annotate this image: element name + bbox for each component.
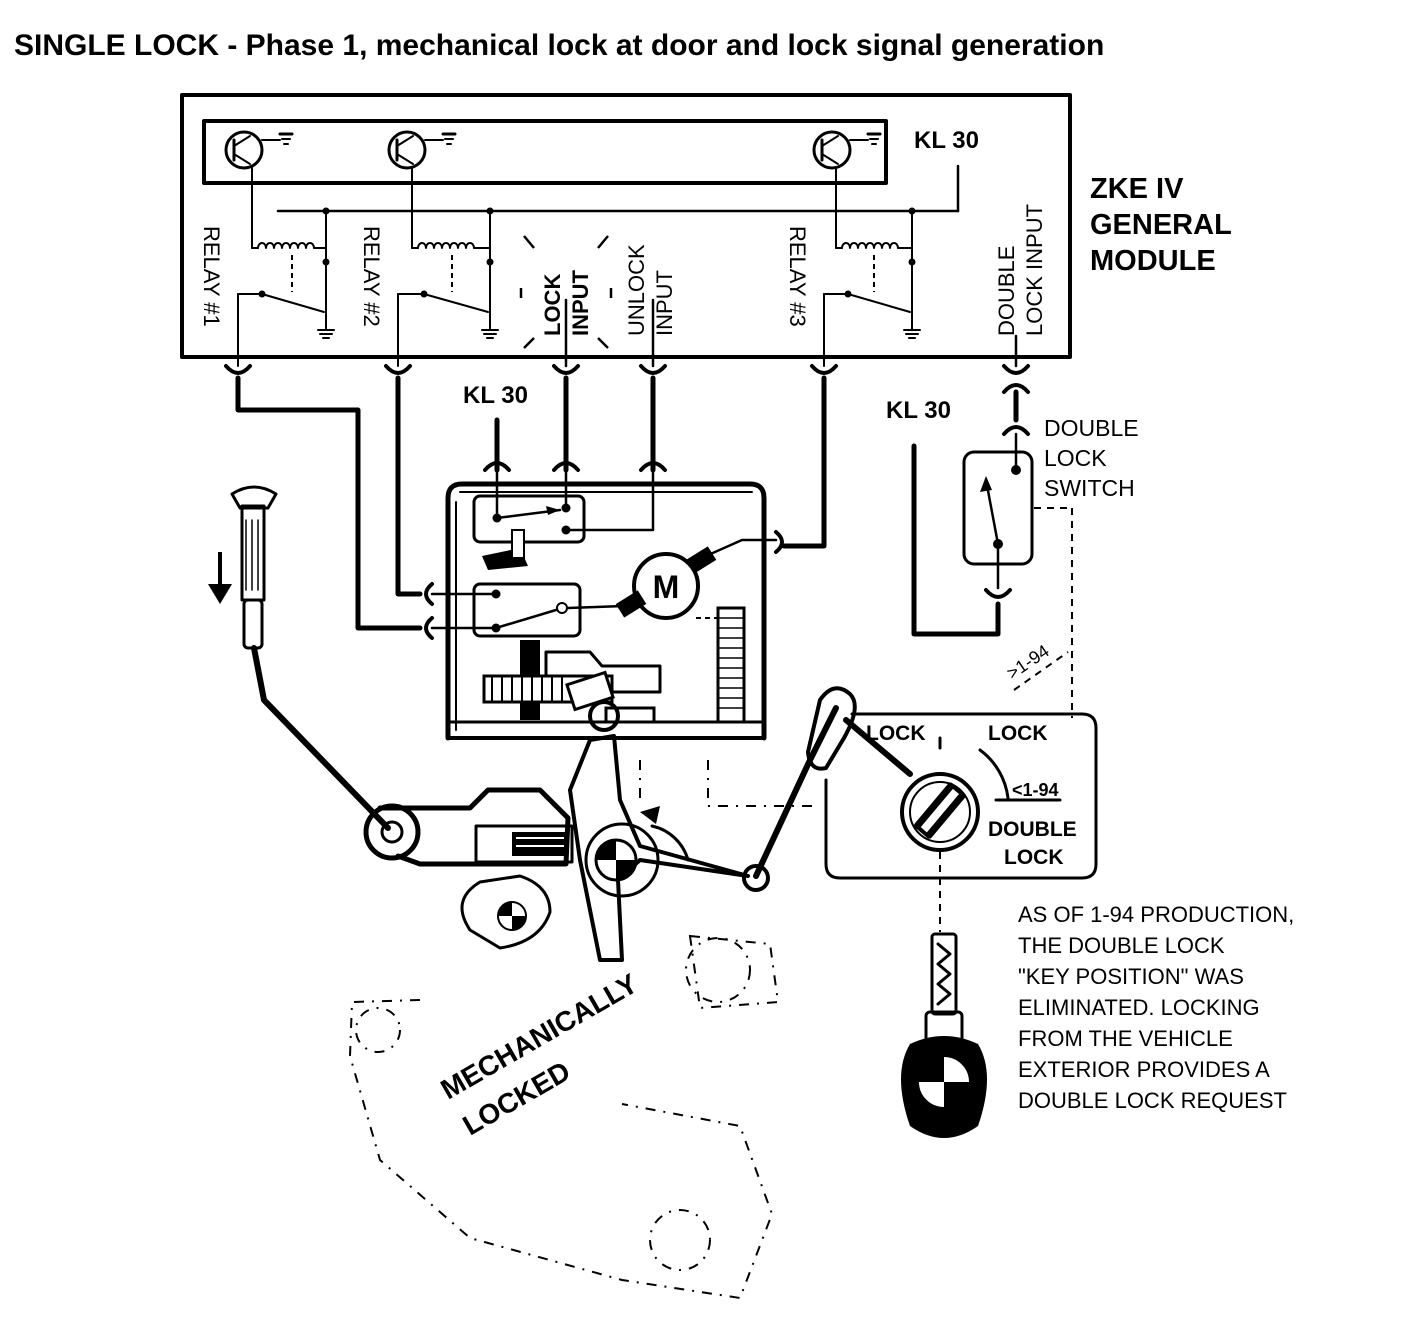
module-connectors	[224, 364, 1030, 394]
switch-kl30-label: KL 30	[886, 397, 951, 424]
relay-3-coil	[823, 167, 921, 367]
module-name-line3: MODULE	[1090, 245, 1216, 277]
key-icon	[901, 932, 987, 1138]
note-line-5: FROM THE VEHICLE	[1018, 1026, 1233, 1051]
date-before-label: <1-94	[1012, 780, 1059, 800]
relay-3-label: RELAY #3	[785, 226, 810, 327]
door-outline	[348, 760, 820, 1300]
double-lock-input-label-line1: DOUBLE	[994, 246, 1019, 336]
diagram-title: SINGLE LOCK - Phase 1, mechanical lock a…	[14, 29, 1104, 62]
note-line-6: EXTERIOR PROVIDES A	[1018, 1057, 1270, 1082]
double-lock-position-line1: DOUBLE	[988, 818, 1077, 841]
bmw-roundel-small-icon	[497, 901, 527, 931]
double-lock-input-label-line2: LOCK INPUT	[1022, 204, 1047, 336]
actuator-kl30-label: KL 30	[463, 382, 528, 409]
relay-2-label: RELAY #2	[359, 226, 384, 327]
note-line-2: THE DOUBLE LOCK	[1018, 933, 1225, 958]
relay-2-coil	[397, 167, 499, 367]
transistor-1-icon	[224, 130, 294, 170]
lock-input-signal-rays	[519, 235, 613, 349]
note-line-7: DOUBLE LOCK REQUEST	[1018, 1088, 1287, 1113]
double-lock-switch-label-line2: LOCK	[1044, 445, 1107, 471]
double-lock-switch-label-line1: DOUBLE	[1044, 415, 1139, 441]
door-latch-mechanism	[363, 686, 913, 962]
unlock-input-label-line1: UNLOCK	[624, 244, 649, 336]
gear-rack	[696, 606, 746, 724]
relay-1-coil	[237, 167, 335, 367]
bmw-roundel-icon	[594, 838, 638, 882]
door-lock-button	[208, 485, 391, 831]
module-name-line1: ZKE IV	[1090, 173, 1184, 205]
date-after-label: >1-94	[1003, 641, 1053, 684]
lock-input-label-line1: LOCK	[540, 274, 565, 336]
note-line-1: AS OF 1-94 PRODUCTION,	[1018, 902, 1294, 927]
lock-position-right-label: LOCK	[988, 722, 1048, 745]
note-line-4: ELIMINATED. LOCKING	[1018, 995, 1260, 1020]
unlock-input-label-line2: INPUT	[652, 270, 677, 336]
double-lock-position-line2: LOCK	[1004, 846, 1064, 869]
key-slot-icon	[914, 782, 966, 839]
double-lock-switch-label-line3: SWITCH	[1044, 475, 1135, 501]
double-lock-switch	[962, 425, 1073, 718]
central-lock-actuator: M	[424, 461, 784, 741]
transistor-3-icon	[812, 130, 882, 170]
door-lock-cylinder	[824, 712, 1098, 932]
lock-input-label-line2: INPUT	[568, 269, 593, 336]
module-name-line2: GENERAL	[1090, 209, 1232, 241]
lock-position-left-label: LOCK	[866, 722, 926, 745]
motor-label: M	[653, 569, 680, 605]
transistor-2-icon	[387, 130, 457, 170]
module-kl30-label: KL 30	[914, 127, 979, 154]
zke-general-module: RELAY #1 RELAY #2 RELAY #3 LOCK INPUT UN…	[180, 93, 1072, 368]
motor-icon: M	[615, 530, 784, 620]
note-line-3: "KEY POSITION" WAS	[1018, 964, 1244, 989]
relay-1-label: RELAY #1	[199, 226, 224, 327]
wiring-harness	[235, 375, 1019, 637]
production-note: AS OF 1-94 PRODUCTION, THE DOUBLE LOCK "…	[1018, 902, 1294, 1113]
